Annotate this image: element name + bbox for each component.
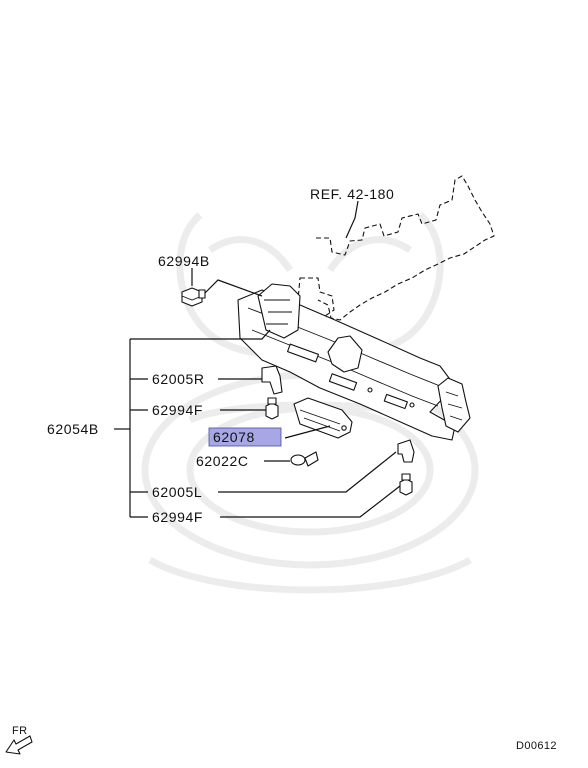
part-label-62005r[interactable]: 62005R [152,371,205,387]
forward-arrow-icon [5,735,33,755]
part-label-62022c[interactable]: 62022C [196,453,249,469]
bracket-62005l[interactable] [397,439,415,463]
part-label-62994f-upper[interactable]: 62994F [152,402,203,418]
part-62078-bracket[interactable] [293,397,353,439]
part-label-62078[interactable]: 62078 [213,429,255,445]
direction-label: FR [12,725,27,737]
diagram-code: D00612 [516,740,557,752]
flange-bolt-lower[interactable] [399,473,413,496]
part-label-62994b[interactable]: 62994B [158,253,210,269]
bracket-62005r[interactable] [261,365,283,395]
engine-reference-outline [297,175,495,321]
bolt-62994b[interactable] [181,287,206,307]
reference-label: REF. 42-180 [310,186,394,202]
clip-62022c[interactable] [290,451,319,467]
flange-bolt-upper[interactable] [265,397,279,420]
highlight-box [208,427,282,447]
part-label-62994f-lower[interactable]: 62994F [152,509,203,525]
part-label-62054b[interactable]: 62054B [47,421,99,437]
part-label-62005l[interactable]: 62005L [152,484,202,500]
